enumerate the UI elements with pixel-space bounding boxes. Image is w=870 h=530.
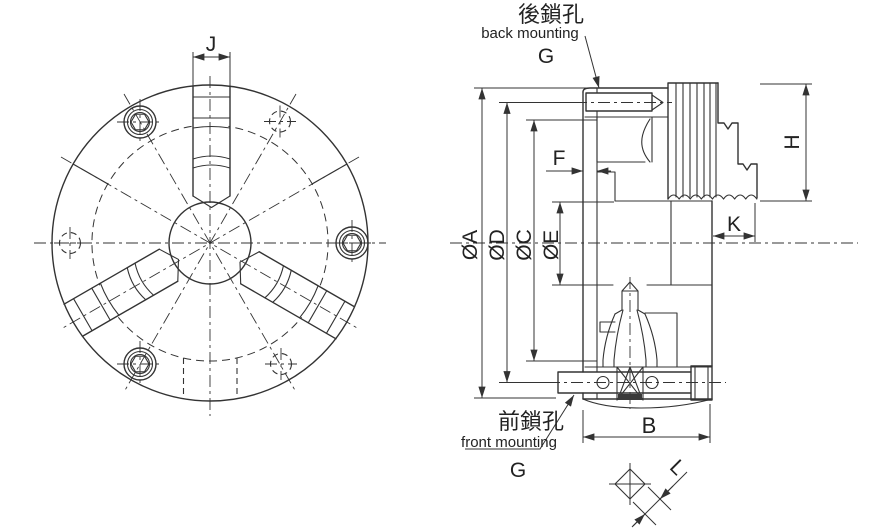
front-mounting-screw (557, 365, 713, 401)
dim-label-dia-d: ØD (486, 229, 509, 261)
label-g-back: G (538, 45, 554, 68)
dim-label-dia-a: ØA (459, 230, 482, 260)
label-front-mounting-cn: 前鎖孔 (498, 409, 564, 434)
top-jaw-section (667, 82, 758, 200)
front-view: J (34, 33, 386, 416)
pinion-assembly (602, 281, 678, 401)
dim-label-j: J (206, 33, 217, 56)
back-mounting-pin (585, 92, 664, 112)
front-mounting-annotation: 前鎖孔 front mounting G (461, 394, 575, 482)
dimension-f: F (546, 147, 611, 175)
dim-label-b: B (642, 413, 657, 438)
back-mounting-annotation: 後鎖孔 back mounting G (481, 2, 600, 89)
dim-label-dia-e: ØE (540, 230, 563, 260)
centerlines (34, 76, 386, 416)
label-back-mounting-en: back mounting (481, 25, 579, 42)
dim-label-h: H (781, 134, 804, 149)
label-front-mounting-en: front mounting (461, 434, 557, 451)
dimension-b: B (582, 404, 711, 443)
dim-label-dia-c: ØC (513, 229, 536, 261)
label-back-mounting-cn: 後鎖孔 (518, 2, 584, 27)
dim-label-f: F (553, 147, 566, 170)
rim-slot-marks (72, 163, 348, 399)
center-bore-circle (168, 201, 252, 285)
dimension-h: H (760, 83, 812, 202)
dimension-j: J (192, 33, 231, 87)
diameter-dimensions: ØA ØD ØC ØE (459, 87, 614, 399)
dimension-k: K (712, 203, 756, 242)
label-g-front: G (510, 459, 526, 482)
dim-label-k: K (727, 213, 741, 236)
